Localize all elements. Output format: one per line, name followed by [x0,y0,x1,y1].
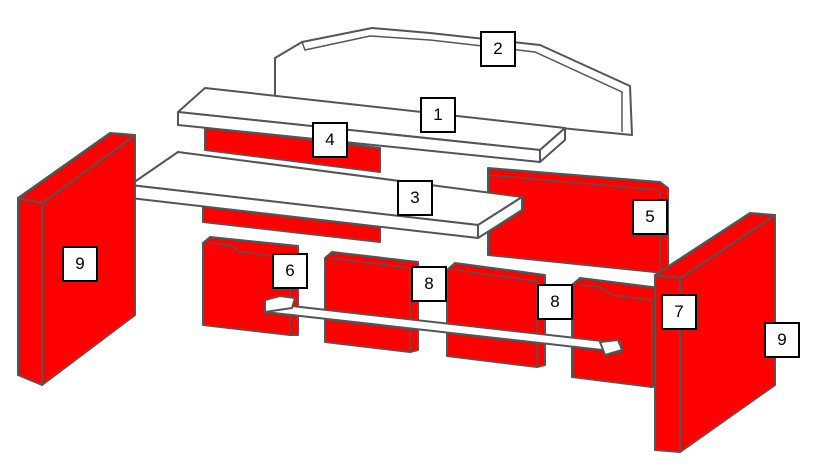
callout-label: 8 [411,266,447,302]
callout-label: 6 [272,253,308,289]
callout-label: 5 [632,199,668,235]
part-right-side-brick [654,212,776,453]
callout-label: 2 [480,31,516,67]
part-front-mid-brick-a [324,251,419,353]
part-front-mid-brick-b [446,262,546,368]
callout-label: 8 [537,284,573,320]
part-upper-baffle [177,87,566,163]
callout-label: 9 [62,246,98,282]
part-grate-rod [264,295,623,356]
callout-label: 7 [661,294,697,330]
part-front-right-brick [571,277,661,388]
callout-label: 3 [397,180,433,216]
callout-label: 1 [420,97,456,133]
callout-label: 4 [312,122,348,158]
callout-label: 9 [764,322,800,358]
